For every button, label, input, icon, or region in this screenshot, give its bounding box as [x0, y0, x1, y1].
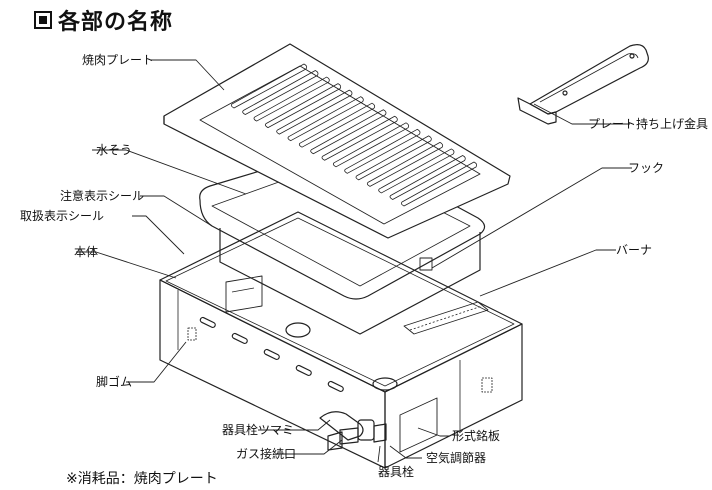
- grill-slot: [332, 122, 410, 168]
- grill-plate: [163, 43, 511, 239]
- label-grill-plate: 焼肉プレート: [82, 53, 155, 67]
- grill-slot: [355, 135, 432, 181]
- grill-slot: [242, 70, 319, 115]
- label-valve: 器具栓: [378, 465, 415, 479]
- label-hook: フック: [628, 161, 665, 175]
- grill-slot: [378, 148, 455, 194]
- label-rubber-foot: 脚ゴム: [96, 375, 133, 389]
- grill-slot: [366, 142, 444, 187]
- grill-slot: [287, 96, 364, 142]
- grill-slot: [389, 155, 466, 200]
- title-text: 各部の名称: [58, 10, 174, 35]
- grill-slot: [310, 109, 387, 155]
- label-plate-holder: プレート持ち上げ金具: [588, 117, 709, 131]
- grill-slot: [253, 76, 330, 122]
- square-bullet-icon: [34, 11, 52, 29]
- label-air-adjuster: 空気調節器: [426, 451, 487, 465]
- grill-slot: [276, 89, 353, 135]
- label-water-tray: 水そう: [96, 143, 133, 157]
- label-rating-plate: 形式銘板: [452, 429, 501, 443]
- grill-slot: [298, 102, 376, 148]
- grill-slot: [321, 115, 398, 161]
- label-burner: バーナ: [616, 243, 653, 257]
- label-handling-seal: 取扱表示シール: [20, 209, 105, 223]
- label-gas-inlet: ガス接続口: [236, 447, 297, 461]
- leader-lines: [76, 59, 632, 463]
- footnote: ※消耗品：焼肉プレート: [66, 471, 218, 487]
- label-body: 本体: [74, 245, 99, 259]
- grill-slot: [264, 83, 342, 128]
- grill-slot: [344, 128, 421, 174]
- gas-valve-assembly: [319, 411, 387, 451]
- plate-lifter-tool: [517, 44, 649, 125]
- label-caution-seal: 注意表示シール: [60, 189, 145, 203]
- label-valve-knob: 器具栓ツマミ: [222, 423, 295, 437]
- page-title: 各部の名称: [34, 4, 173, 36]
- grill-slot: [230, 63, 308, 109]
- grill-slot: [400, 161, 478, 207]
